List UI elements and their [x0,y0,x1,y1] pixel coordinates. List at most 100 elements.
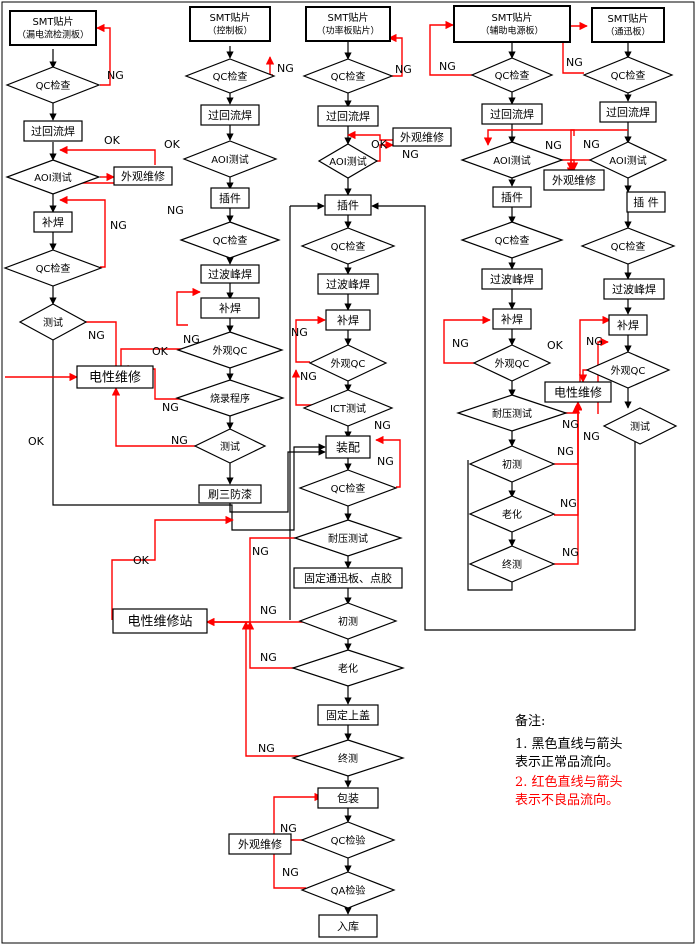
normal-flow-line [467,460,513,591]
c1-reflow-box-label: 过回流焊 [31,124,75,138]
c4-smt-box-line1: SMT贴片 [491,11,532,24]
main-visual-repair-box: 外观维修 [228,833,292,855]
normal-flow-line [371,202,636,631]
c5-insert-box-label: 插 件 [633,195,659,209]
c2-visual-qc-diamond-label: 外观QC [213,345,248,357]
defect-flow-line [483,129,575,146]
c1-aoi-diamond: AOI测试 [5,159,101,195]
c3-smt-box-line2: （功率板贴片） [316,25,379,37]
c1-elec-repair-box: 电性维修 [76,365,154,389]
c1-touchup-box-label: 补焊 [42,215,64,229]
c2-smt-box-line2: （控制板） [207,25,252,37]
c1-qc2-diamond: QC检查 [3,249,103,287]
c1-qc-diamond-label: QC检查 [36,79,71,92]
c4-elec-repair-box-label: 电性维修 [554,385,602,400]
main-qa-inspect-diamond: QA检验 [300,871,396,909]
c4-insert-box: 插件 [492,186,532,208]
c3-ict-diamond: ICT测试 [302,389,394,427]
c1-repair-ok-label: OK [164,138,181,151]
c4-elec-repair-box: 电性维修 [544,381,612,403]
main-final-test-diamond: 终测 [291,739,405,777]
c5-aoi-diamond: AOI测试 [588,141,668,179]
c2-smt-box-line1: SMT贴片 [209,11,250,24]
c2-aoi-diamond-label: AOI测试 [211,153,249,166]
c3-smt-box-line1: SMT贴片 [327,11,368,24]
c3-touchup-box: 补焊 [325,309,371,331]
c2-burn-diamond: 烧录程序 [175,379,285,417]
defect-flow-line [265,56,275,76]
c4-qc-diamond-label: QC检查 [495,69,530,82]
c4-final-test-diamond: 终测 [468,545,556,583]
c5-touchup-box: 补焊 [608,314,648,336]
c4-qc2-diamond-label: QC检查 [495,234,530,247]
c4-initial-test-diamond: 初测 [468,445,556,483]
c3-aoi-diamond: AOI测试 [317,143,379,179]
c1-qc-diamond: QC检查 [5,66,101,104]
c2-coating-box: 刷三防漆 [198,484,262,504]
c2-test-diamond-label: 测试 [220,440,240,453]
c3-touchup-box-label: 补焊 [337,313,359,327]
c4-final-ng-label: NG [562,546,579,559]
c3-visual-ng-label: NG [291,326,308,339]
main-initial-test-diamond: 初测 [298,602,398,640]
c4-visual-qc-diamond-label: 外观QC [495,358,530,370]
c3-qc-diamond: QC检查 [302,58,394,94]
c2-touchup-box-label: 补焊 [219,301,241,315]
notes-line1b: 表示正常品流向。 [515,754,619,770]
c3-reflow-box: 过回流焊 [317,105,379,127]
main-warehouse-box-label: 入库 [337,920,359,933]
c4-wave-box-label: 过波峰焊 [490,272,534,286]
main-repair-ok-label: OK [133,554,150,567]
c1-test-diamond: 测试 [18,303,88,341]
flow-nodes: SMT贴片（漏电流检测板）QC检查过回流焊AOI测试外观维修补焊QC检查测试电性… [3,5,678,938]
c3-aoi-ng-label: NG [402,148,419,161]
main-qc-inspect-diamond-label: QC检验 [331,834,366,847]
c5-qc-diamond: QC检查 [582,56,674,94]
c3-qc-ng-label: NG [395,63,412,76]
c4-hipot-ng-label: NG [562,418,579,431]
c1-visual-repair-box-label: 外观维修 [121,169,165,183]
main-visual-repair-box-label: 外观维修 [238,837,282,851]
c1-qc-ng-label: NG [107,69,124,82]
main-qc-inspect-ng-label: NG [280,822,297,835]
c5-smt-box: SMT贴片（通迅板） [591,7,665,43]
defect-flow-line [579,315,611,383]
c1-smt-box-line1: SMT贴片 [32,15,73,28]
c5-visual-ng-label: NG [586,335,603,348]
defect-flow-line [245,621,303,669]
c2-test-diamond: 测试 [193,428,267,464]
main-qa-inspect-diamond-label: QA检验 [331,884,366,897]
main-qa-inspect-ng-label: NG [282,866,299,879]
c5-visual-qc-diamond-label: 外观QC [611,365,646,377]
defect-flow-line [96,23,111,86]
c1-visual-repair-box: 外观维修 [113,166,173,186]
main-assembly-ng-label: NG [374,419,391,432]
main-fix-board-box: 固定通迅板、点胶 [293,567,403,589]
c5-test-diamond-label: 测试 [630,420,650,433]
c3-qc2-diamond-label: QC检查 [331,240,366,253]
c2-qc-ng-label: NG [277,62,294,75]
c2-wave-box: 过波峰焊 [200,264,260,284]
c4-reflow-box-label: 过回流焊 [490,107,534,121]
c3-insert-box: 插件 [324,194,372,216]
c2-aoi-ng-label: NG [167,204,184,217]
defect-flow-line [59,145,156,165]
c3-visual-repair-box-label: 外观维修 [400,130,444,144]
c4-hipot-diamond-label: 耐压测试 [492,407,532,420]
c3-visual-qc-diamond-label: 外观QC [331,358,366,370]
normal-flow-line [229,448,326,513]
c4-aging-diamond-label: 老化 [502,508,522,521]
c3-aoi-diamond-label: AOI测试 [329,155,367,168]
c2-reflow-box-label: 过回流焊 [208,108,252,122]
main-qc-diamond: QC检查 [298,469,398,507]
c2-insert-box: 插件 [210,187,250,209]
c2-touchup-box: 补焊 [200,297,260,319]
c4-touchup-box-label: 补焊 [501,312,523,326]
defect-flow-line [347,130,393,141]
c5-qc2-diamond-label: QC检查 [611,240,646,253]
c1-test-diamond-label: 测试 [43,316,63,329]
c2-smt-box: SMT贴片（控制板） [189,6,271,42]
c1-touchup-box: 补焊 [33,211,73,233]
c1-elec-repair-box-label: 电性维修 [89,371,141,386]
